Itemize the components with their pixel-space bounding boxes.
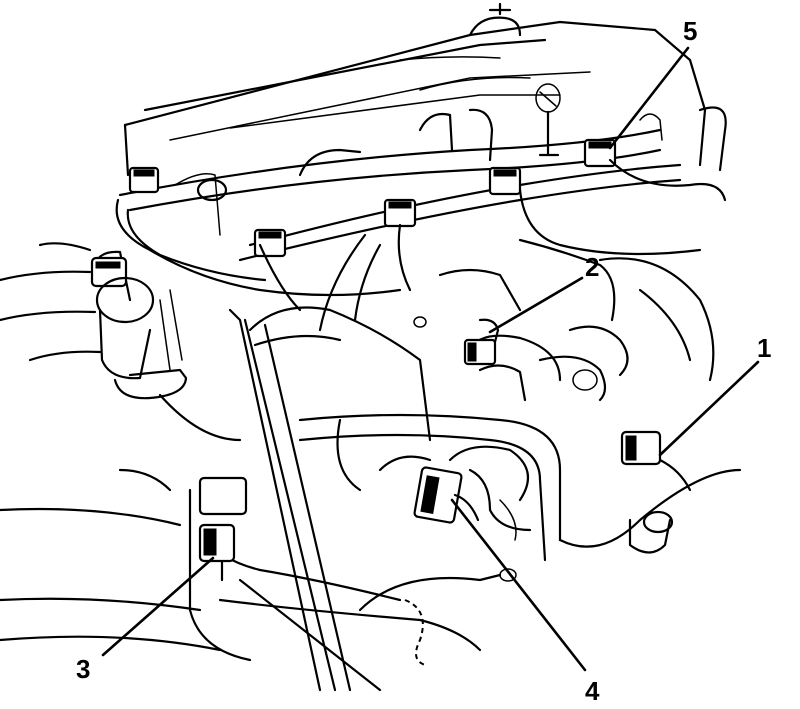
leader-line-4 — [450, 498, 587, 672]
wiring-harness — [115, 106, 727, 312]
throttle-body — [0, 242, 242, 442]
sensor-3 — [198, 476, 248, 582]
leader-line-5 — [608, 46, 690, 150]
sensor-2 — [463, 318, 500, 366]
sensor-4 — [413, 466, 480, 524]
leader-line-1 — [658, 360, 760, 457]
sensor-1 — [620, 430, 692, 554]
valve-cover — [123, 2, 707, 177]
callout-2: 2 — [585, 252, 599, 282]
callout-1: 1 — [757, 333, 771, 363]
leader-line-2 — [488, 276, 584, 334]
intake-manifold — [228, 233, 742, 692]
leader-line-3 — [101, 556, 215, 657]
callout-3: 3 — [76, 654, 90, 684]
callout-4: 4 — [585, 676, 600, 706]
callout-5: 5 — [683, 16, 697, 46]
